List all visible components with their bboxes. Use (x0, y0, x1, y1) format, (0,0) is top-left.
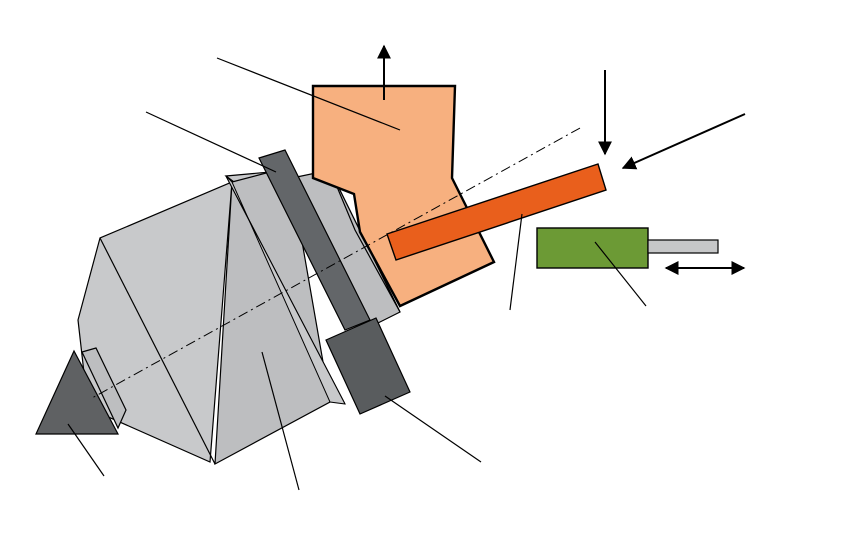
leader-line-actuator (594, 241, 647, 307)
side-block (325, 317, 411, 415)
leader-line-collar (145, 111, 277, 173)
nose-cone (35, 347, 127, 435)
leader-line-block (384, 395, 482, 463)
leader-line-nose (67, 423, 105, 477)
orange-slab (311, 84, 496, 308)
center-axis-line (91, 127, 581, 399)
arrow-diagonal (621, 113, 746, 170)
leader-lines (67, 57, 647, 491)
leader-line-bar (509, 213, 523, 311)
green-actuator (536, 227, 719, 269)
leader-line-body (261, 351, 300, 491)
leader-line-slab (216, 57, 401, 131)
orange-bar (386, 163, 607, 261)
arrows (377, 44, 746, 275)
